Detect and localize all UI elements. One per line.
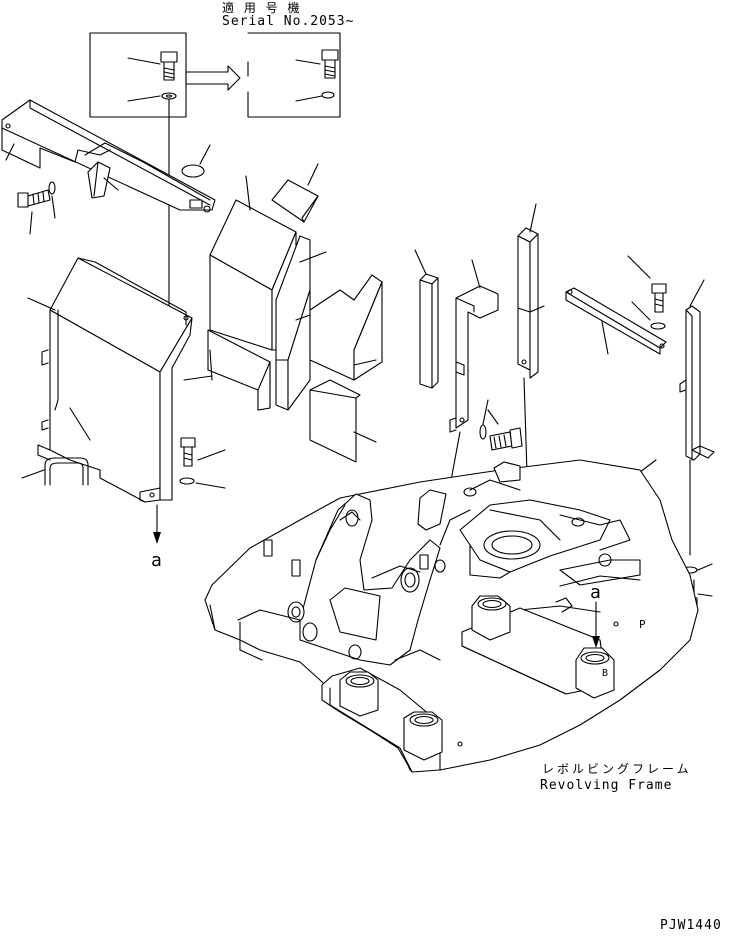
view-marker-a-left: a [151,550,163,571]
serial-number-label: Serial No.2053~ [222,14,355,29]
frame-mark-b: B [602,668,610,679]
drawing-code: PJW1440 [660,918,722,933]
serial-applicable-jp: 適 用 号 機 [222,1,303,15]
revolving-frame [204,459,699,773]
detail-washer-old [161,92,177,100]
cover-bolt [179,437,226,489]
gusset-plate [87,161,111,199]
view-marker-a-right: a [590,582,602,603]
view-arrow-right [592,601,600,648]
u-clip [21,457,89,486]
long-stay [565,287,667,355]
right-post [679,279,715,556]
side-bolt [17,181,56,235]
frame-name-jp: レボルビングフレーム [542,762,692,776]
post-tall [517,203,545,506]
frame-mark-p: P [639,618,647,631]
right-bolt [627,255,667,330]
detail-bolt-old [160,51,178,81]
detail-bolt-new [321,49,339,79]
top-bracket-beam [1,99,216,213]
view-arrow-left [153,504,161,544]
left-cover [27,257,193,503]
change-arrow [185,65,241,91]
detail-box-old [89,32,187,321]
detail-washer-new [321,91,335,99]
post-left [414,249,439,389]
frame-name-en: Revolving Frame [540,778,673,793]
insulation-pads [183,163,383,463]
rubber-cap [181,144,211,178]
post-bolt [479,399,523,451]
detail-box-new [247,32,341,118]
